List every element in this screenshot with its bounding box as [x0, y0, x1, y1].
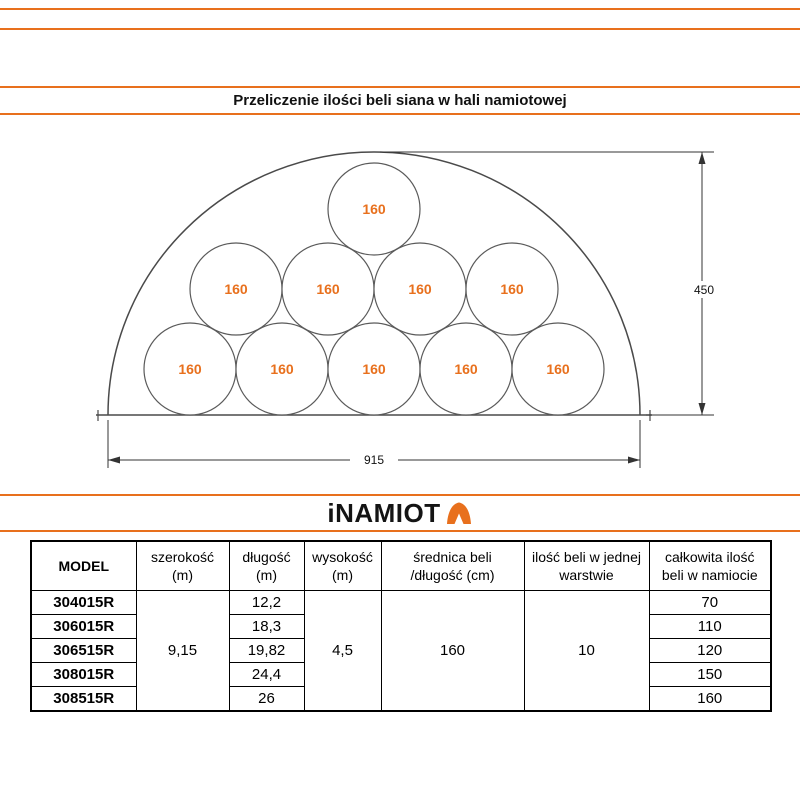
- bale-circle: [511, 322, 605, 416]
- dlugosc-cell: 24,4: [228, 662, 305, 687]
- width-dim-label: 915: [364, 453, 384, 467]
- col-header-srednica: średnica beli /długość (cm): [380, 540, 525, 591]
- bale-label: 160: [178, 361, 202, 377]
- tent-diagram: 160 160 160 160 160 160 160 160 160 160 …: [0, 130, 800, 490]
- bale-labels: 160 160 160 160 160 160 160 160 160 160: [178, 201, 570, 377]
- col-header-warstwa: ilość beli w jednej warstwie: [523, 540, 650, 591]
- total-cell: 150: [648, 662, 772, 687]
- szerokosc-cell: 9,15: [135, 590, 230, 711]
- bale-label: 160: [362, 361, 386, 377]
- table-row: 308515R 26 160: [30, 686, 772, 711]
- warstwa-cell: 10: [523, 590, 650, 711]
- col-header-szerokosc: szerokość (m): [135, 540, 230, 591]
- bale-label: 160: [362, 201, 386, 217]
- bale-label: 160: [500, 281, 524, 297]
- model-cell: 304015R: [30, 590, 137, 615]
- brand-logo: iNAMIOT: [0, 498, 800, 528]
- total-cell: 70: [648, 590, 772, 615]
- col-header-model: MODEL: [30, 540, 137, 591]
- model-cell: 308015R: [30, 662, 137, 687]
- wysokosc-cell: 4,5: [303, 590, 382, 711]
- model-cell: 308515R: [30, 686, 137, 711]
- top-rule-2: [0, 28, 800, 30]
- width-dim-arrow-left: [108, 456, 120, 464]
- title-rule-bottom: [0, 113, 800, 115]
- dlugosc-cell: 12,2: [228, 590, 305, 615]
- bale-label: 160: [546, 361, 570, 377]
- table-row: 306515R 19,82 120: [30, 638, 772, 663]
- bale-circle: [465, 242, 559, 336]
- page-title: Przeliczenie ilości beli siana w hali na…: [233, 92, 567, 109]
- width-dim-arrow-right: [628, 456, 640, 464]
- model-cell: 306515R: [30, 638, 137, 663]
- bale-label: 160: [270, 361, 294, 377]
- model-cell: 306015R: [30, 614, 137, 639]
- brand-logo-text: iNAMIOT: [327, 498, 441, 528]
- table-row: 308015R 24,4 150: [30, 662, 772, 687]
- bale-label: 160: [408, 281, 432, 297]
- dlugosc-cell: 18,3: [228, 614, 305, 639]
- logo-rule-top: [0, 494, 800, 496]
- width-dim-label-bg: [350, 451, 398, 468]
- tent-arch-outline: [107, 151, 641, 416]
- logo-rule-bottom: [0, 530, 800, 532]
- bale-label: 160: [316, 281, 340, 297]
- col-header-wysokosc: wysokość (m): [303, 540, 382, 591]
- total-cell: 160: [648, 686, 772, 711]
- bale-label: 160: [454, 361, 478, 377]
- height-dim-arrow-top: [698, 152, 706, 164]
- table-row: 304015R 9,15 12,2 4,5 160 10 70: [30, 590, 772, 711]
- header-row: MODEL szerokość (m) długość (m) wysokość…: [30, 540, 772, 591]
- dlugosc-cell: 26: [228, 686, 305, 711]
- bale-circle: [327, 162, 421, 256]
- col-header-dlugosc: długość (m): [228, 540, 305, 591]
- col-header-total: całkowita ilość beli w namiocie: [648, 540, 772, 591]
- total-cell: 120: [648, 638, 772, 663]
- height-dim-label-bg: [686, 281, 722, 298]
- srednica-cell: 160: [380, 590, 525, 711]
- bale-label: 160: [224, 281, 248, 297]
- title-rule-top: [0, 86, 800, 88]
- dlugosc-cell: 19,82: [228, 638, 305, 663]
- specs-table: MODEL szerokość (m) długość (m) wysokość…: [30, 540, 772, 712]
- height-dim-arrow-bottom: [698, 403, 706, 415]
- top-rule-1: [0, 8, 800, 10]
- height-dim-label: 450: [694, 283, 714, 297]
- bale-circles: [143, 162, 605, 416]
- tent-diagram-svg: 160 160 160 160 160 160 160 160 160 160 …: [96, 151, 722, 468]
- tent-icon: [446, 502, 471, 524]
- table-row: 306015R 18,3 110: [30, 614, 772, 639]
- total-cell: 110: [648, 614, 772, 639]
